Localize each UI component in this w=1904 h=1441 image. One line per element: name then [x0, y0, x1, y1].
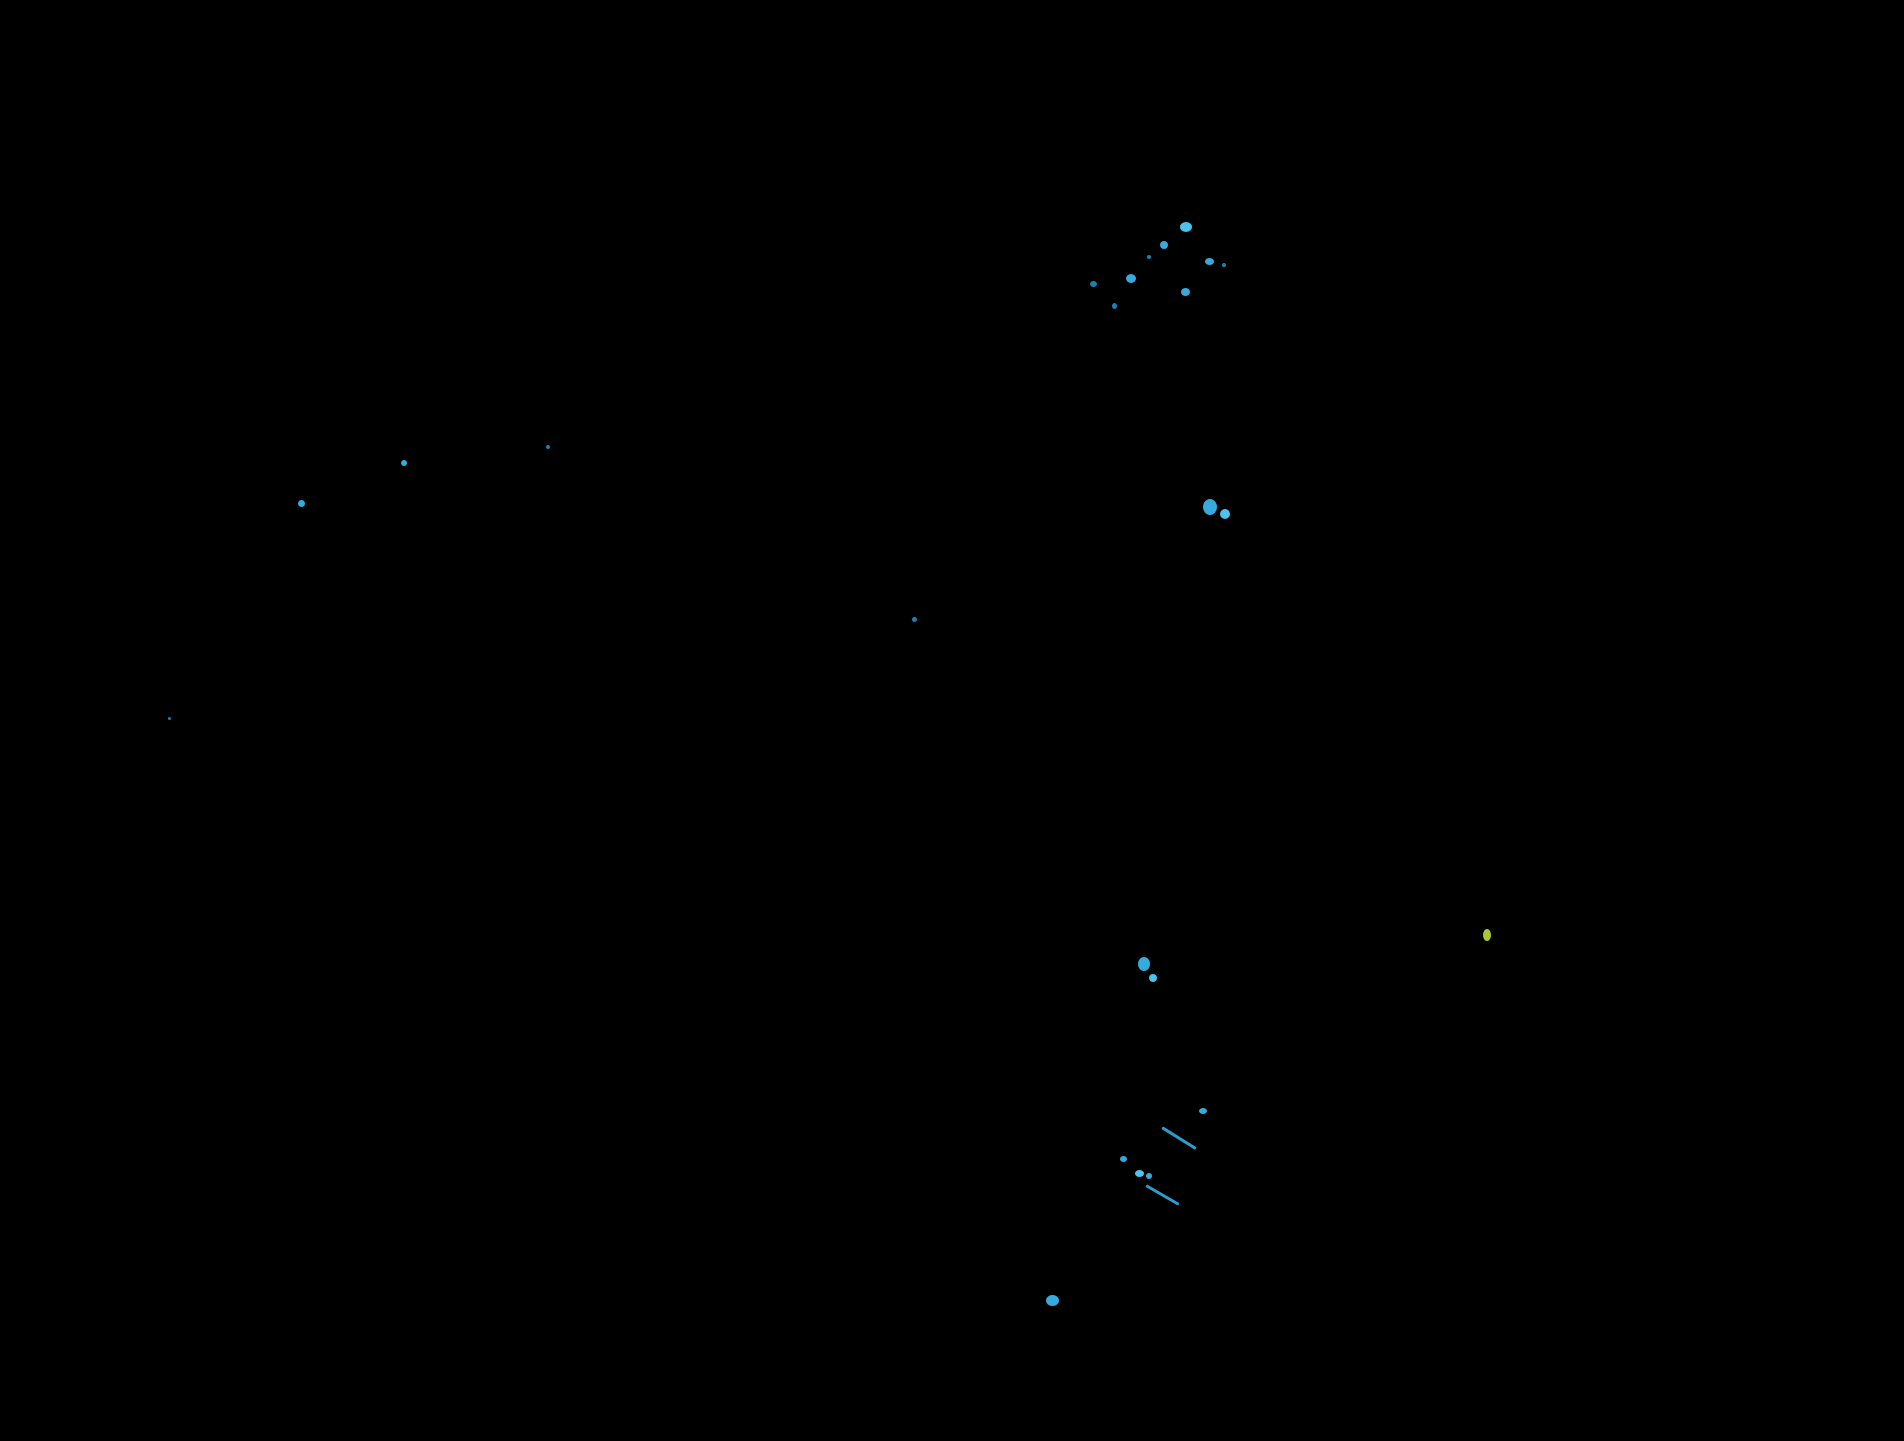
- speck: [1199, 1108, 1207, 1114]
- speck: [1220, 509, 1230, 519]
- speck: [1126, 274, 1136, 283]
- speck: [912, 617, 917, 622]
- speck: [1138, 957, 1150, 971]
- speck: [298, 500, 305, 507]
- speck: [1181, 288, 1190, 296]
- speck: [1112, 303, 1117, 309]
- speck: [1147, 255, 1151, 259]
- speck: [1180, 222, 1192, 232]
- speck: [1160, 241, 1168, 249]
- speck: [1203, 499, 1217, 515]
- speck: [1046, 1295, 1059, 1306]
- streak: [1161, 1126, 1197, 1150]
- speck: [546, 445, 550, 449]
- speck: [1120, 1156, 1127, 1162]
- speck: [1090, 281, 1097, 287]
- speck: [1135, 1170, 1144, 1177]
- speck: [1149, 974, 1157, 982]
- speck: [1146, 1173, 1152, 1179]
- speck: [1205, 258, 1214, 265]
- speck: [1483, 929, 1491, 941]
- speck: [401, 460, 407, 466]
- streak: [1145, 1184, 1180, 1206]
- speck: [168, 717, 171, 720]
- speck: [1222, 263, 1226, 267]
